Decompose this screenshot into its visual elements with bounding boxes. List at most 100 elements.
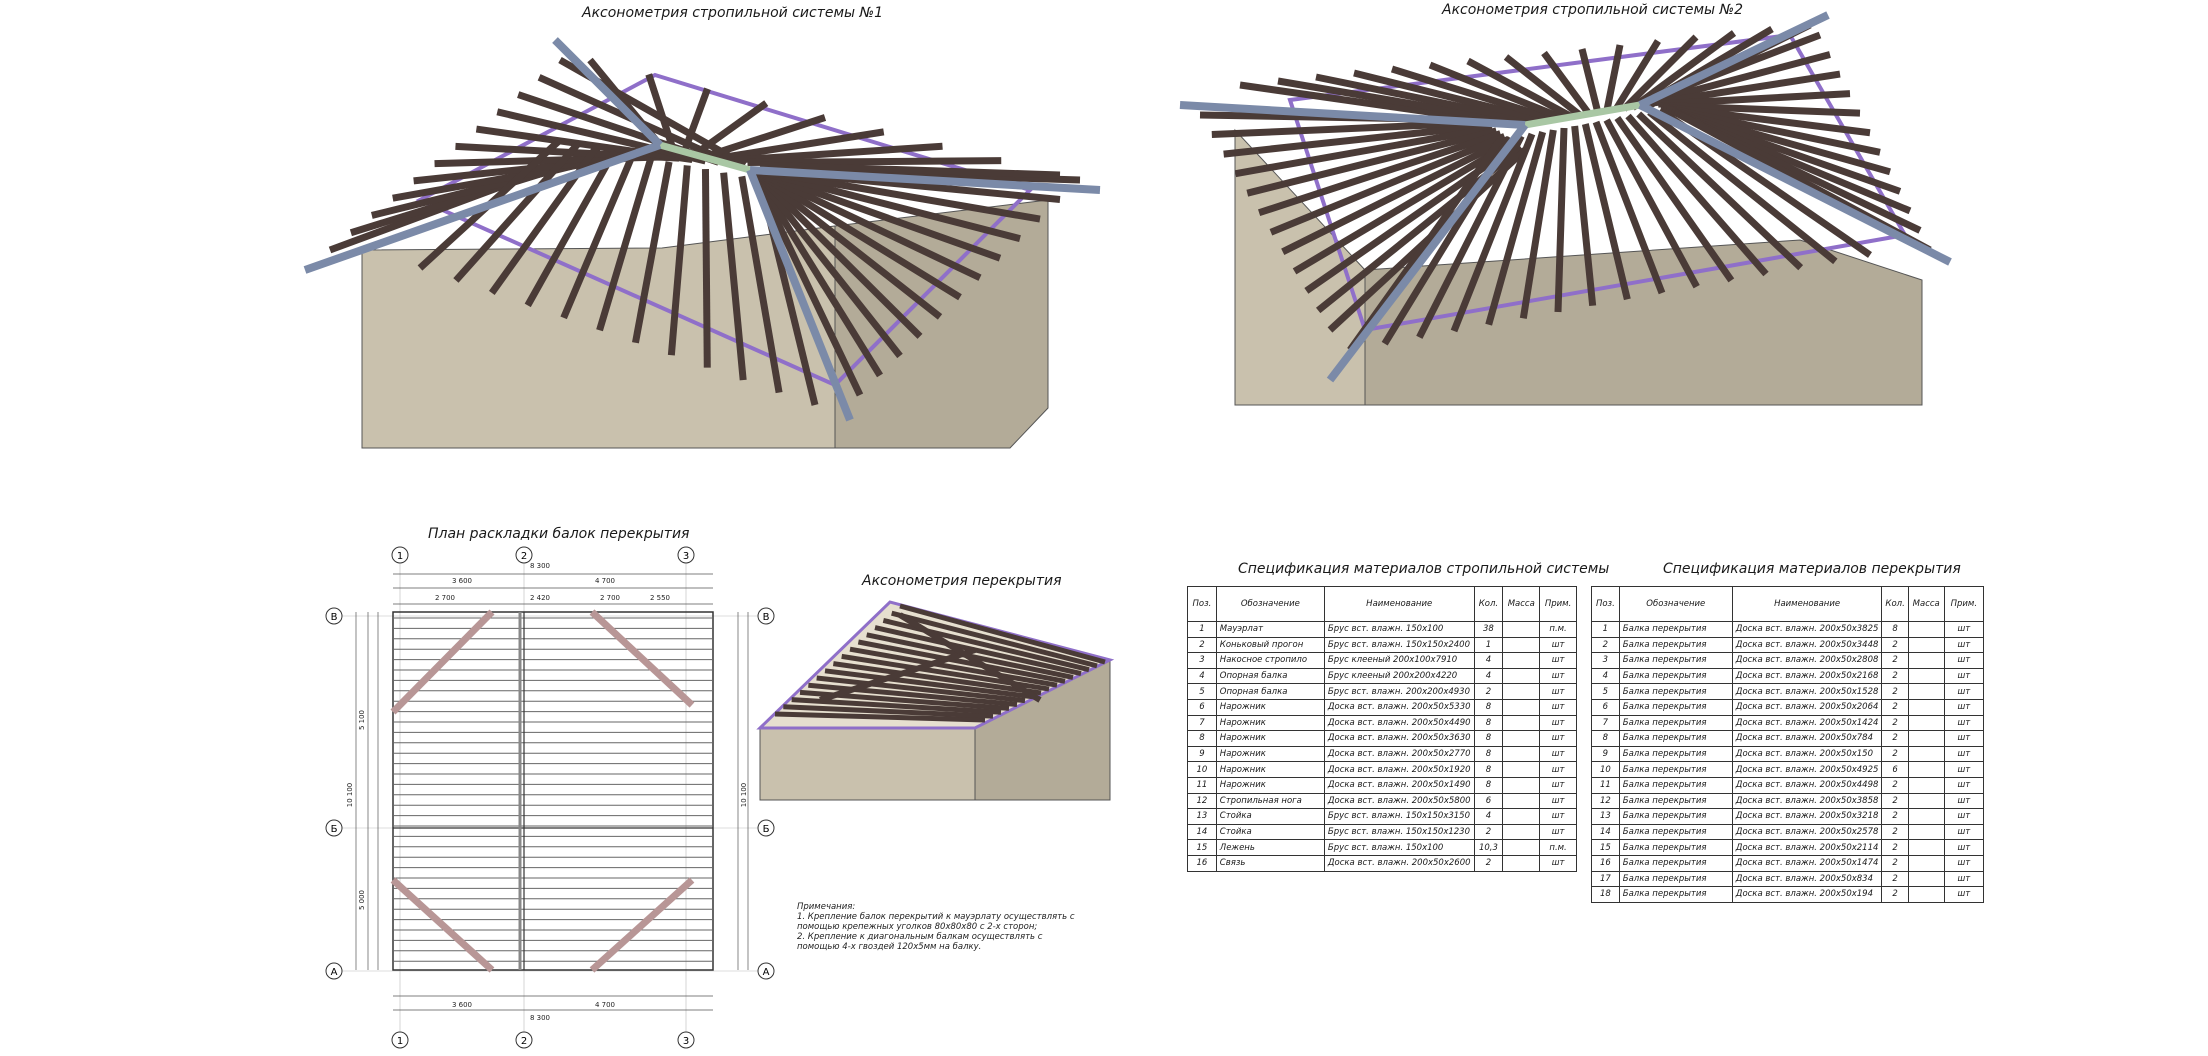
table-cell: шт xyxy=(1943,745,1985,763)
table-cell: шт xyxy=(1539,792,1577,810)
axis-label-3-top: 3 xyxy=(683,551,689,562)
table-cell xyxy=(1907,636,1945,654)
axis-label-2-top: 2 xyxy=(521,551,527,562)
table-cell: 2 xyxy=(1881,823,1909,841)
table-cell: Доска вст. влажн. 200х50х2600 xyxy=(1323,854,1475,872)
table-cell xyxy=(1907,730,1945,747)
table-cell: шт xyxy=(1539,683,1577,700)
table-cell: 9 xyxy=(1591,745,1620,763)
table-cell xyxy=(1502,792,1541,810)
axis-bubble-b-right xyxy=(757,819,775,837)
table-cell: 8 xyxy=(1591,730,1620,747)
table-cell: Доска вст. влажн. 200х50х5800 xyxy=(1323,792,1475,810)
table-cell: п.м. xyxy=(1539,839,1577,856)
spec-floor-header-row: Поз. Обозначение Наименование Кол. Масса… xyxy=(1591,586,1985,622)
axo2-rafter xyxy=(1211,119,1485,139)
axo2-hip-2 xyxy=(1326,122,1529,383)
axo1-rafter xyxy=(720,172,747,381)
axo1-rafter xyxy=(752,172,883,378)
axis-bubble-a-right xyxy=(757,962,775,980)
table-cell: 2 xyxy=(1881,714,1909,732)
table-cell: Опорная балка xyxy=(1215,683,1325,700)
col-designation: Обозначение xyxy=(1215,586,1325,622)
table-cell: шт xyxy=(1943,714,1985,732)
table-cell: шт xyxy=(1539,823,1577,841)
table-cell xyxy=(1502,839,1541,856)
axo1-hip-3 xyxy=(749,166,1101,194)
table-cell xyxy=(1907,667,1945,685)
axo-floor-joist xyxy=(791,697,1002,715)
table-cell: Балка перекрытия xyxy=(1618,823,1733,841)
table-cell: Нарожник xyxy=(1215,745,1325,763)
table-cell: Доска вст. влажн. 200х50х3825 xyxy=(1731,621,1883,638)
col-qty: Кол. xyxy=(1473,586,1504,622)
table-cell: 8 xyxy=(1473,761,1504,778)
axo1-rafter xyxy=(753,171,903,359)
table-cell: Нарожник xyxy=(1215,730,1325,747)
table-cell: Доска вст. влажн. 200х50х3630 xyxy=(1323,730,1475,747)
table-cell: Балка перекрытия xyxy=(1618,667,1733,685)
table-cell: 2 xyxy=(1881,808,1909,825)
table-cell: шт xyxy=(1539,808,1577,825)
axo1-rafter xyxy=(758,167,1041,223)
table-cell: шт xyxy=(1539,761,1577,778)
axo-floor-joist xyxy=(849,646,1058,688)
plan-drawing: 1 2 3 1 2 3 В Б А В Б А 8 300 xyxy=(325,546,775,1049)
axo-floor-wall-front xyxy=(759,727,976,801)
notes-line-3: 2. Крепление к диагональным балкам осуще… xyxy=(797,932,1043,942)
table-cell: 17 xyxy=(1591,870,1620,888)
table-cell: шт xyxy=(1943,730,1985,747)
table-cell: Накосное стропило xyxy=(1215,652,1325,669)
table-cell xyxy=(1502,823,1541,841)
axo2-rafter xyxy=(1663,103,1871,137)
axo-floor-joist xyxy=(898,612,1042,703)
axo1-rafter xyxy=(667,165,691,356)
table-cell: Доска вст. влажн. 200х50х1920 xyxy=(1323,761,1475,778)
axo2-rafter xyxy=(1592,120,1666,295)
axo2-rafter xyxy=(1621,34,1699,112)
table-cell: 4 xyxy=(1187,667,1217,685)
axis-label-2-bottom: 2 xyxy=(521,1036,527,1047)
table-cell xyxy=(1502,745,1541,763)
table-cell: 7 xyxy=(1591,714,1620,732)
table-cell: 11 xyxy=(1591,776,1620,794)
dim-left-bottom: 3 600 xyxy=(452,1001,472,1009)
axo-floor-joist xyxy=(824,668,1034,700)
axo1-rafter xyxy=(560,153,636,320)
table-cell: шт xyxy=(1943,652,1985,669)
spec-floor-title: Спецификация материалов перекрытия xyxy=(1663,561,1961,577)
table-cell: 2 xyxy=(1881,698,1909,716)
axis-bubble-3-bottom xyxy=(677,1031,695,1049)
axo-floor-joist xyxy=(774,711,986,723)
table-cell: 2 xyxy=(1881,636,1909,654)
axo2-rafter xyxy=(1292,138,1515,275)
axo2-rafter xyxy=(1625,113,1769,277)
axo-floor-joist xyxy=(832,661,1042,696)
axo2-rafter xyxy=(1636,111,1804,271)
axo1-rafter xyxy=(751,173,864,397)
table-cell: 14 xyxy=(1591,823,1620,841)
plan-diagonals xyxy=(390,609,695,973)
dim-sub4: 2 550 xyxy=(650,594,670,602)
plan-title: План раскладки балок перекрытия xyxy=(428,526,690,542)
axo-floor-joist xyxy=(857,639,1066,684)
table-cell: 2 xyxy=(1881,776,1909,794)
axis-bubble-b-left xyxy=(325,819,343,837)
table-cell xyxy=(1502,714,1541,732)
axo2-rafter xyxy=(1353,69,1547,125)
axis-bubble-a-left xyxy=(325,962,343,980)
table-cell: Стойка xyxy=(1215,823,1325,841)
table-cell: Доска вст. влажн. 200х50х3218 xyxy=(1731,808,1883,825)
axo2-rafter xyxy=(1571,125,1597,307)
dim-height-total: 10 100 xyxy=(346,783,354,808)
